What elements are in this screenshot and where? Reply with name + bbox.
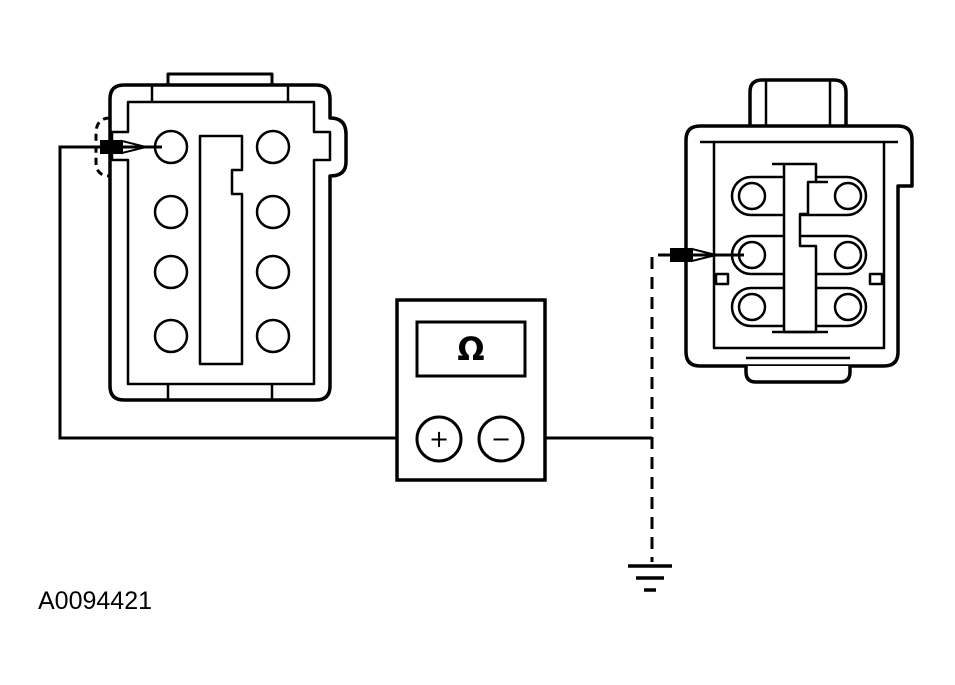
pin-cavity	[153, 254, 189, 290]
negative-terminal	[477, 415, 525, 463]
right-connector-bottom-latch	[744, 366, 852, 384]
ground-symbol	[628, 564, 672, 592]
pin-cavity	[833, 292, 863, 322]
pin-cavity	[737, 292, 767, 322]
left-connector	[94, 72, 348, 402]
pin-cavity	[737, 181, 767, 211]
pin-cavity	[255, 254, 291, 290]
left-connector-key	[198, 134, 244, 366]
pin-cavity	[255, 318, 291, 354]
ohm-symbol: Ω	[457, 330, 484, 368]
positive-lead	[58, 145, 416, 440]
ohmmeter: Ω + −	[395, 298, 547, 482]
pin-cavity	[153, 194, 189, 230]
positive-terminal	[415, 415, 463, 463]
right-connector	[684, 78, 914, 384]
ohmmeter-display	[415, 320, 527, 378]
pin-cavity	[255, 194, 291, 230]
right-connector-inner-frame	[712, 140, 886, 350]
figure-id: A0094421	[38, 587, 152, 615]
right-connector-top-latch	[748, 78, 848, 126]
pin-cavity	[153, 318, 189, 354]
pin-cavity	[255, 129, 291, 165]
pin-cavity	[833, 240, 863, 270]
left-connector-latch	[166, 72, 274, 85]
circuit-path-dashed	[650, 253, 670, 562]
pin-cavity	[833, 181, 863, 211]
right-test-probe	[670, 247, 744, 263]
left-connector-inner-wall	[110, 100, 332, 386]
positive-terminal-label: +	[429, 425, 449, 453]
left-test-probe	[100, 139, 162, 155]
negative-terminal-label: −	[491, 425, 511, 453]
